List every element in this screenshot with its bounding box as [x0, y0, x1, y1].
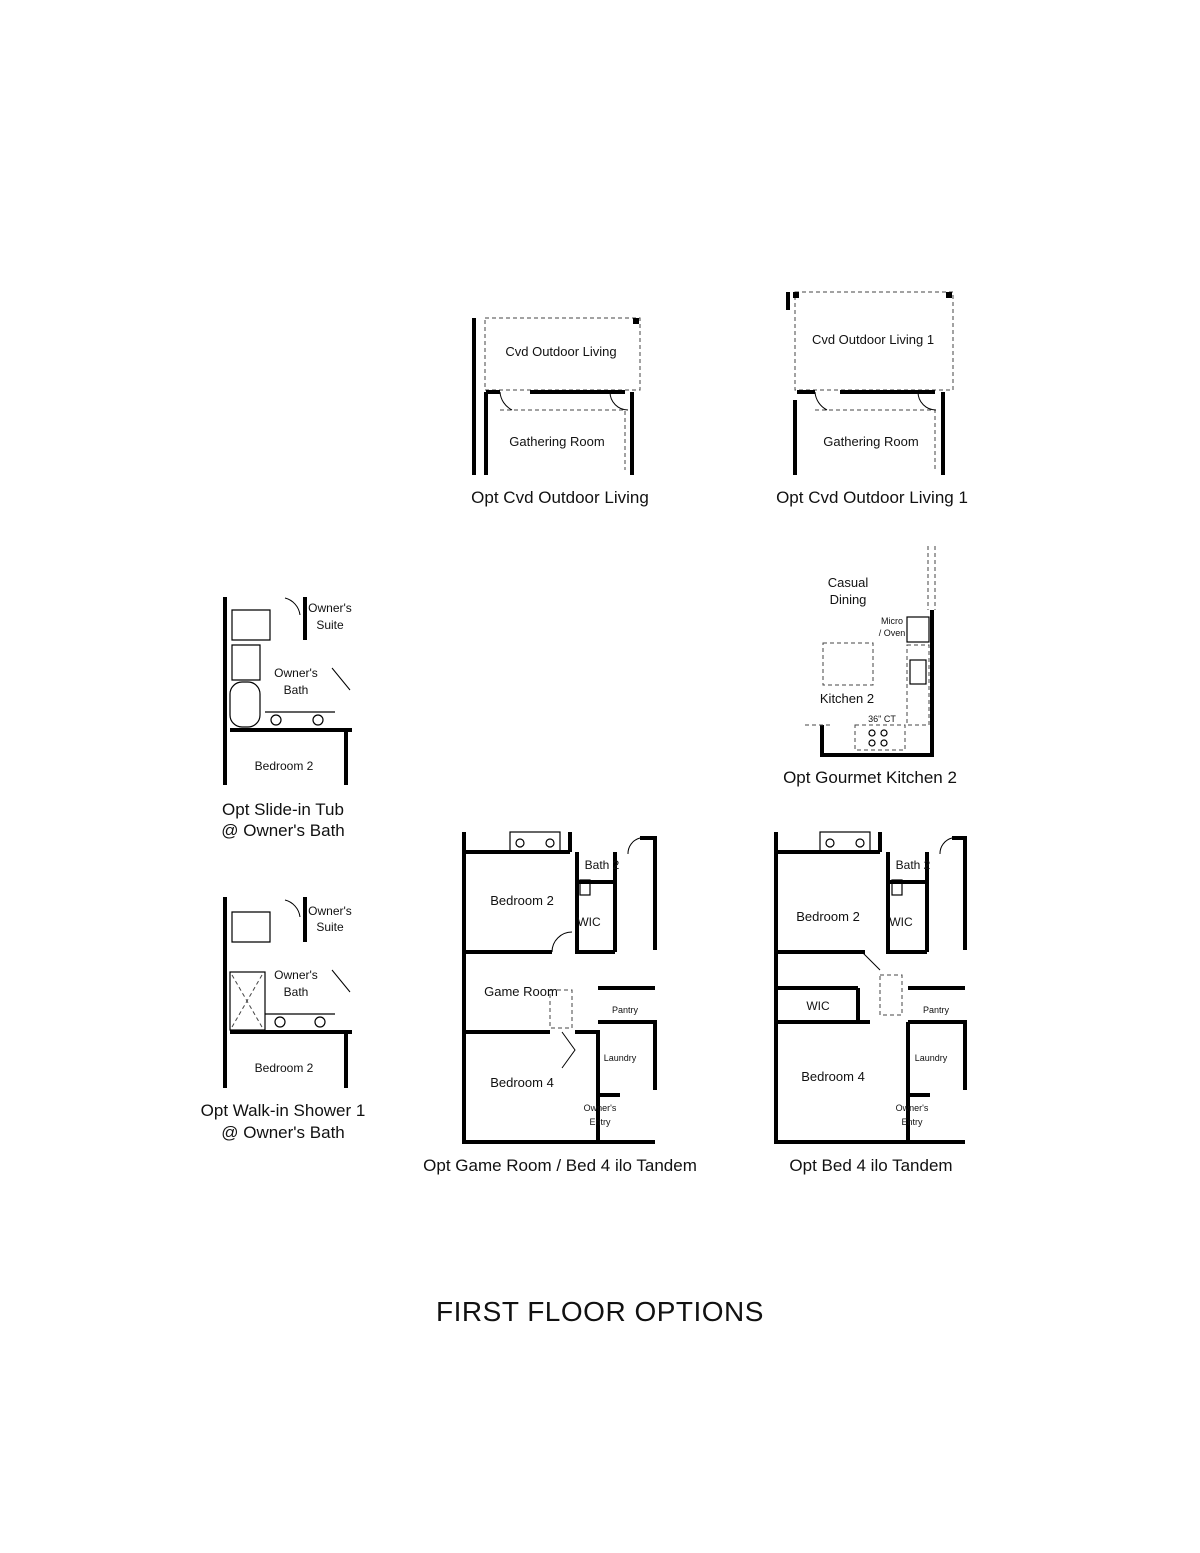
plan-cvd-outdoor-living-1: Cvd Outdoor Living 1 Gathering Room Opt … [776, 291, 968, 507]
room-label: Bedroom 2 [490, 893, 554, 908]
room-label: Micro [881, 616, 903, 626]
plan-caption: Opt Gourmet Kitchen 2 [783, 768, 957, 787]
plan-caption: Opt Slide-in Tub [222, 800, 344, 819]
room-label: Bedroom 4 [801, 1069, 865, 1084]
room-label: Laundry [915, 1053, 948, 1063]
room-label: Bath 2 [896, 858, 931, 872]
room-label: Owner's [308, 601, 352, 615]
plan-bed4-tandem: Bath 2 Bedroom 2 WIC WIC Pantry Laundry … [774, 831, 967, 1175]
plan-caption: Opt Cvd Outdoor Living [471, 488, 649, 507]
plan-caption: @ Owner's Bath [221, 1123, 345, 1142]
room-label: Game Room [484, 984, 558, 999]
room-label: WIC [889, 915, 913, 929]
plan-cvd-outdoor-living: Cvd Outdoor Living Gathering Room Opt Cv… [471, 317, 649, 507]
room-label: Bedroom 4 [490, 1075, 554, 1090]
plan-caption: @ Owner's Bath [221, 821, 345, 840]
room-label: Owner's [584, 1103, 617, 1113]
room-label: Bath [284, 985, 309, 999]
plan-slide-in-tub: Owner's Suite Owner's Bath Bedroom 2 Opt… [221, 597, 352, 840]
room-label: 36" CT [868, 714, 896, 724]
plan-walk-in-shower-1: Owner's Suite Owner's Bath Bedroom 2 Opt… [201, 897, 366, 1142]
room-label: Entry [901, 1117, 923, 1127]
room-label: Bath 2 [585, 858, 620, 872]
room-label: Entry [589, 1117, 611, 1127]
room-label: Bedroom 2 [255, 1061, 314, 1075]
plan-caption: Opt Cvd Outdoor Living 1 [776, 488, 968, 507]
room-label: WIC [577, 915, 601, 929]
room-label: Owner's [896, 1103, 929, 1113]
plan-caption: Opt Walk-in Shower 1 [201, 1101, 366, 1120]
room-label: Gathering Room [823, 434, 918, 449]
room-label: Cvd Outdoor Living 1 [812, 332, 934, 347]
room-label: Owner's [274, 666, 318, 680]
page-title: FIRST FLOOR OPTIONS [436, 1296, 764, 1327]
room-label: Suite [316, 920, 344, 934]
room-label: Laundry [604, 1053, 637, 1063]
plan-game-room-bed4: Bath 2 Bedroom 2 WIC Game Room Pantry La… [423, 831, 697, 1175]
room-label: Bath [284, 683, 309, 697]
plan-gourmet-kitchen-2: Casual Dining Micro / Oven Kitchen 2 36"… [783, 546, 957, 787]
room-label: Pantry [612, 1005, 639, 1015]
room-label: Pantry [923, 1005, 950, 1015]
room-label: Owner's [274, 968, 318, 982]
room-label: Suite [316, 618, 344, 632]
room-label: Bedroom 2 [255, 759, 314, 773]
room-label: / Oven [879, 628, 906, 638]
room-label: Owner's [308, 904, 352, 918]
room-label: Gathering Room [509, 434, 604, 449]
room-label: WIC [806, 999, 830, 1013]
plan-caption: Opt Game Room / Bed 4 ilo Tandem [423, 1156, 697, 1175]
room-label: Bedroom 2 [796, 909, 860, 924]
plan-caption: Opt Bed 4 ilo Tandem [789, 1156, 952, 1175]
room-label: Cvd Outdoor Living [505, 344, 616, 359]
room-label: Casual [828, 575, 869, 590]
room-label: Kitchen 2 [820, 691, 874, 706]
room-label: Dining [830, 592, 867, 607]
